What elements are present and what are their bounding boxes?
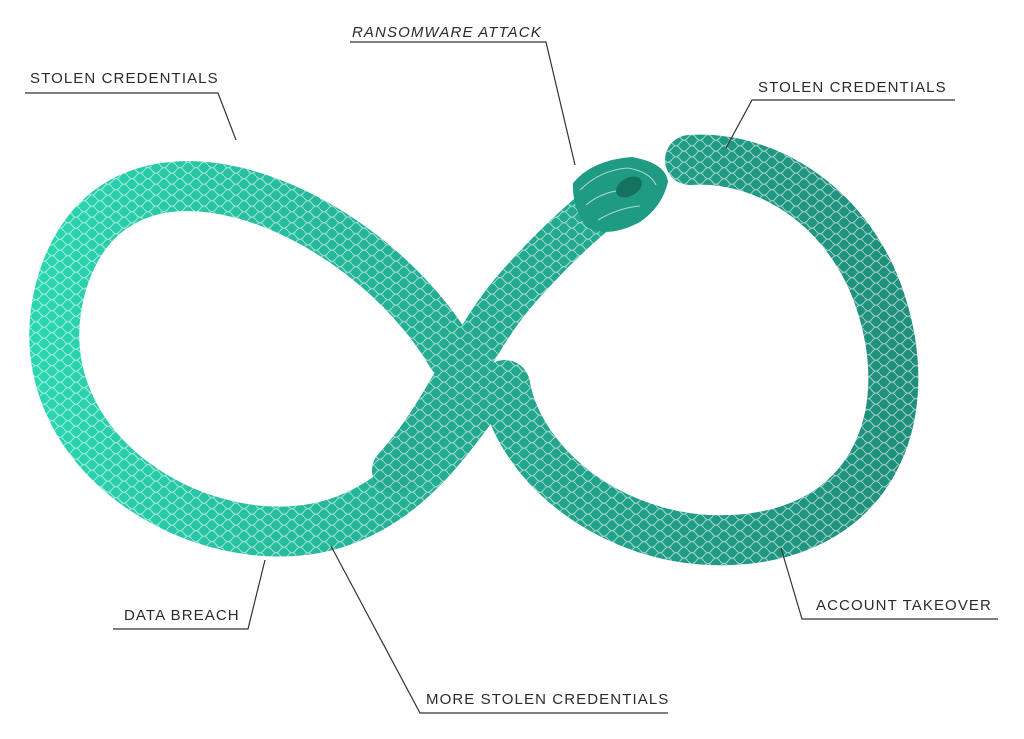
label-account-takeover: ACCOUNT TAKEOVER (816, 597, 992, 614)
snake-icon (29, 134, 919, 566)
leader-more-stolen-credentials (330, 545, 668, 714)
leader-ransomware-attack (350, 41, 576, 166)
snake-scales-right-loop (480, 134, 919, 566)
labels: STOLEN CREDENTIALS RANSOMWARE ATTACK STO… (30, 24, 992, 708)
label-more-stolen-credentials: MORE STOLEN CREDENTIALS (426, 691, 669, 708)
leader-account-takeover (780, 547, 998, 620)
label-ransomware-attack: RANSOMWARE ATTACK (352, 24, 542, 41)
label-stolen-credentials-right: STOLEN CREDENTIALS (758, 79, 947, 96)
leader-lines (25, 41, 998, 714)
snake-eye-icon (616, 176, 642, 198)
label-stolen-credentials-left: STOLEN CREDENTIALS (30, 70, 219, 87)
label-data-breach: DATA BREACH (124, 607, 240, 624)
snake-scales-left-loop (29, 161, 495, 557)
leader-stolen-credentials-left (25, 92, 237, 141)
leader-stolen-credentials-right (725, 99, 955, 149)
leader-data-breach (113, 559, 266, 630)
